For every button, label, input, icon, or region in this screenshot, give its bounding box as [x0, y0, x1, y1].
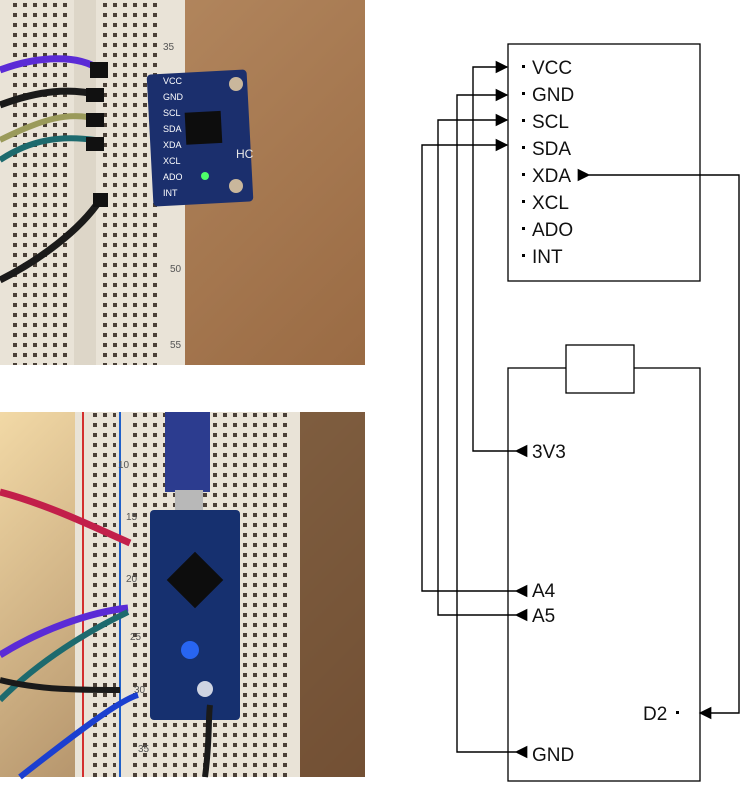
photo-top: 35 50 55 HC VCC GND SCL SDA XDA XCL ADO … [0, 0, 365, 365]
arduino-board [150, 510, 240, 720]
wire-purple [0, 604, 129, 658]
breadboard-channel [74, 0, 96, 365]
pin-dot [522, 146, 525, 149]
ruler-number: 55 [170, 340, 182, 351]
wire-connector [90, 62, 108, 78]
sensor-pin-label: GND [532, 85, 574, 106]
mount-hole [229, 179, 243, 193]
ruler-number: 10 [118, 460, 130, 471]
wire-connector [86, 88, 104, 102]
pin-dot [522, 254, 525, 257]
arduino-pin-label: D2 [643, 704, 667, 725]
arduino-pin-label: 3V3 [532, 442, 566, 463]
arduino-pin-label: GND [532, 745, 574, 766]
module-pin-labels: VCC GND SCL SDA XDA XCL ADO INT [163, 76, 184, 198]
shadow [300, 412, 365, 777]
pin-dot [522, 588, 525, 591]
sensor-pin-label: XDA [532, 166, 571, 187]
breadboard-holes-left [8, 0, 70, 365]
breadboard-holes-right [100, 0, 158, 365]
wire-connector [93, 193, 108, 207]
pin-dot [522, 173, 525, 176]
schematic: VCC GND SCL SDA XDA XCL ADO INT 3V3 A4 A… [421, 43, 740, 782]
wire-black [0, 198, 103, 284]
wire-blue [18, 692, 139, 780]
board-logo [197, 681, 213, 697]
status-led-blue [181, 641, 199, 659]
ruler-number: 35 [138, 744, 150, 755]
ruler-number: 25 [130, 632, 142, 643]
arduino-pin-list: 3V3 A4 A5 D2 GND [522, 442, 679, 766]
sensor-pin-label: XCL [532, 193, 569, 214]
photo-bottom: 10 15 20 25 30 35 [0, 412, 365, 780]
module-pin-label: XCL [163, 156, 181, 166]
sensor-pin-label: INT [532, 247, 563, 268]
module-label: HC [236, 147, 254, 161]
module-pin-label: VCC [163, 76, 183, 86]
arduino-pin-label: A4 [532, 581, 556, 602]
sensor-chip [184, 110, 223, 145]
pin-dot [522, 119, 525, 122]
module-pin-label: SDA [163, 124, 182, 134]
ruler-number: 15 [126, 512, 138, 523]
wire-connector [86, 113, 104, 127]
wire-vcc-3v3 [472, 60, 528, 458]
usb-cable [165, 412, 210, 492]
pin-dot [522, 613, 525, 616]
pin-dot [522, 92, 525, 95]
wire-black [0, 677, 121, 693]
wire-sda-a4 [421, 138, 528, 598]
pin-dot [522, 200, 525, 203]
wire-black [202, 704, 213, 778]
pin-dot [676, 711, 679, 714]
pin-dot [522, 227, 525, 230]
wire-xda-d2 [577, 168, 740, 720]
ruler-number: 50 [170, 264, 182, 275]
sensor-pin-label: SCL [532, 112, 569, 133]
ruler-number: 35 [163, 42, 175, 53]
sensor-pin-label: SDA [532, 139, 571, 160]
mount-hole [229, 77, 243, 91]
module-pin-label: SCL [163, 108, 181, 118]
pin-dot [522, 449, 525, 452]
wire-teal [0, 609, 130, 703]
module-pin-label: INT [163, 188, 178, 198]
wire-gnd-gnd [456, 88, 528, 759]
module-pin-label: GND [163, 92, 184, 102]
arduino-box [507, 367, 701, 782]
pin-dot [522, 752, 525, 755]
sensor-pin-label: ADO [532, 220, 573, 241]
wire-connector [86, 137, 104, 151]
sensor-pin-label: VCC [532, 58, 572, 79]
ruler-number: 30 [134, 685, 146, 696]
ruler-number: 20 [126, 574, 138, 585]
usb-port-box [565, 344, 635, 394]
power-led [201, 172, 209, 180]
wire-teal [0, 135, 96, 163]
arduino-pin-label: A5 [532, 606, 555, 627]
wire-red [0, 488, 132, 547]
module-pin-label: XDA [163, 140, 182, 150]
wire-scl-a5 [437, 113, 528, 622]
pin-dot [522, 65, 525, 68]
sensor-pin-list: VCC GND SCL SDA XDA XCL ADO INT [522, 58, 574, 268]
sensor-module-box [507, 43, 701, 282]
module-pin-label: ADO [163, 172, 183, 182]
